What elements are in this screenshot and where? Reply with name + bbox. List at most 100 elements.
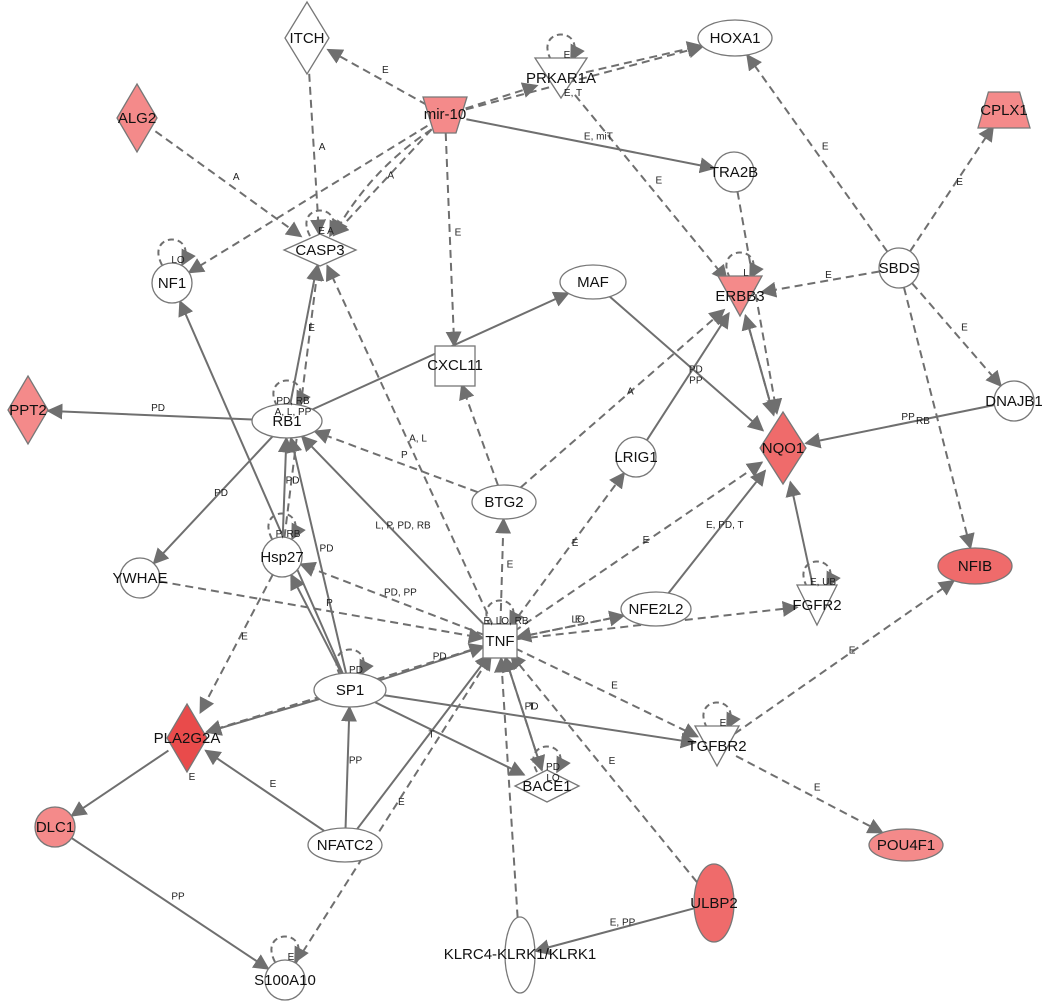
self-loop-casp3 [305,209,344,238]
edge-mir10-prkar1a [465,82,539,110]
node-shape-trapezoid-down [422,96,468,134]
node-maf[interactable]: MAF [559,264,627,300]
node-shape-ellipse [868,828,944,862]
node-ywhae[interactable]: YWHAE [112,557,168,599]
edge-rb1-casp3 [289,264,323,405]
edge-dnajb1-nqo1 [804,404,995,449]
edge-sp1-rb1 [286,436,348,674]
edge-label: PD [525,702,539,713]
edge-label: PD [320,543,334,554]
node-nfib[interactable]: NFIB [937,547,1013,585]
edge-label: PD, PP [384,588,417,599]
node-label: PLA2G2A [154,730,221,747]
edge-alg2-casp3 [154,130,303,238]
edge-erbb3-nqo1 [744,315,778,417]
node-bace1[interactable]: BACE1 [513,769,581,803]
edge-itch-casp3 [308,73,327,236]
node-shape-diamond [7,374,49,446]
self-loop-label: L [743,268,749,279]
edge-label: E [825,270,832,281]
edge-label: E [814,782,821,793]
node-shape-triangle-down [795,584,839,627]
node-ppt2[interactable]: PPT2 [7,374,49,446]
self-loop-fgfr2 [802,560,841,589]
edge-tnf-fgfr2 [516,600,799,641]
node-btg2[interactable]: BTG2 [471,484,537,520]
edge-label: LO [572,615,586,626]
edge-sbds-nfib [902,287,975,550]
node-cplx1[interactable]: CPLX1 [977,91,1031,129]
node-klrc4[interactable]: KLRC4-KLRK1/KLRK1 [444,916,597,994]
node-shape-ellipse [559,264,627,300]
node-lrig1[interactable]: LRIG1 [614,436,658,478]
self-loop-rb1 [272,379,311,408]
edge-label: E [575,615,582,626]
edge-label: E [398,797,405,808]
edge-label: E [455,228,462,239]
self-loop-label: P, RB [276,529,301,540]
node-sbds[interactable]: SBDS [878,247,920,289]
node-cxcl11[interactable]: CXCL11 [427,345,483,387]
edge-pla2g2a-dlc1 [70,749,169,817]
self-loop-bace1 [532,745,571,774]
node-label: DNAJB1 [985,393,1043,410]
node-label: PRKAR1A [526,70,596,87]
edge-label: E [656,175,663,186]
self-loop-label: E, LO, RB [483,616,528,627]
node-nfe2l2[interactable]: NFE2L2 [620,591,692,627]
node-dlc1[interactable]: DLC1 [34,806,76,848]
node-s100a10[interactable]: S100A10 [254,959,316,1001]
node-tgfbr2[interactable]: TGFBR2 [687,725,747,768]
edge-label: E [270,779,277,790]
node-rb1[interactable]: RB1 [251,403,323,439]
edge-sbds-dnajb1 [911,282,1002,388]
edge-label: RB [916,416,930,427]
edge-sbds-hoxa1 [746,53,889,253]
node-shape-ellipse [307,827,383,863]
node-sp1[interactable]: SP1 [313,672,387,708]
node-pou4f1[interactable]: POU4F1 [868,828,944,862]
node-tra2b[interactable]: TRA2B [710,151,758,193]
node-label: CASP3 [295,242,344,259]
edge-label: PP [171,892,185,903]
edge-label: E [956,177,963,188]
node-label: SBDS [879,260,920,277]
node-shape-diamond [513,769,581,803]
edge-label: E [643,535,650,546]
node-itch[interactable]: ITCH [284,0,330,76]
node-ulbp2[interactable]: ULBP2 [690,863,738,943]
self-loop-label: E, UB [810,577,836,588]
self-loop-label: E [564,50,571,61]
node-shape-diamond [166,702,208,774]
edge-label: P [401,450,408,461]
edge-mir10-tra2b [466,118,716,174]
node-mir10[interactable]: mir-10 [422,96,468,134]
node-alg2[interactable]: ALG2 [116,82,158,154]
node-nf1[interactable]: NF1 [151,262,193,304]
node-label: DLC1 [36,819,74,836]
node-hsp27[interactable]: Hsp27 [260,536,304,578]
edge-label: E [611,681,618,692]
edge-sp1-tgfbr2 [384,694,697,749]
node-nqo1[interactable]: NQO1 [759,410,807,486]
node-pla2g2a[interactable]: PLA2G2A [154,702,221,774]
edge-sbds-erbb3 [760,270,880,298]
edge-label: E [572,538,579,549]
node-hoxa1[interactable]: HOXA1 [697,19,773,57]
node-label: YWHAE [112,570,167,587]
node-shape-circle [151,262,193,304]
node-label: ERBB3 [715,288,764,305]
node-tnf[interactable]: TNF [482,623,518,659]
node-fgfr2[interactable]: FGFR2 [792,584,842,627]
node-casp3[interactable]: CASP3 [282,233,358,267]
edge-tgfbr2-pou4f1 [735,755,884,834]
node-erbb3[interactable]: ERBB3 [715,275,765,318]
node-dnajb1[interactable]: DNAJB1 [985,380,1043,422]
edge-sp1-pla2g2a [205,698,320,736]
node-label: NFE2L2 [628,601,683,618]
node-label: NFIB [958,558,992,575]
node-label: SP1 [336,682,364,699]
edge-klrc4-tnf [494,656,519,918]
node-prkar1a[interactable]: PRKAR1A [526,57,596,100]
node-nfatc2[interactable]: NFATC2 [307,827,383,863]
